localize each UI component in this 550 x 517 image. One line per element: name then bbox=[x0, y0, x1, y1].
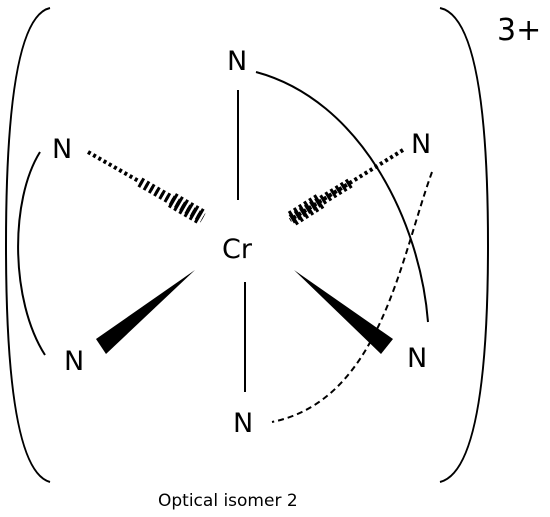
diagram-caption: Optical isomer 2 bbox=[158, 491, 298, 511]
central-atom-cr: Cr bbox=[222, 234, 253, 265]
left-bracket bbox=[4, 7, 51, 483]
atom-n-top: N bbox=[227, 46, 247, 77]
atom-n-left: N bbox=[52, 134, 72, 165]
atom-n-lower-right: N bbox=[407, 343, 427, 374]
atom-n-bottom: N bbox=[233, 408, 253, 439]
wedge-bond-lower-right bbox=[294, 270, 393, 354]
wedge-bond-lower-left bbox=[96, 270, 195, 354]
chelate-curve-top-right bbox=[255, 71, 429, 323]
chelate-curve-dashed bbox=[271, 171, 433, 423]
hashed-bond-left-wide bbox=[137, 177, 206, 223]
right-bracket bbox=[439, 7, 490, 483]
chelate-curve-left bbox=[17, 151, 46, 356]
complex-charge: 3+ bbox=[497, 13, 541, 48]
atom-n-right: N bbox=[411, 129, 431, 160]
atom-n-lower-left: N bbox=[64, 346, 84, 377]
